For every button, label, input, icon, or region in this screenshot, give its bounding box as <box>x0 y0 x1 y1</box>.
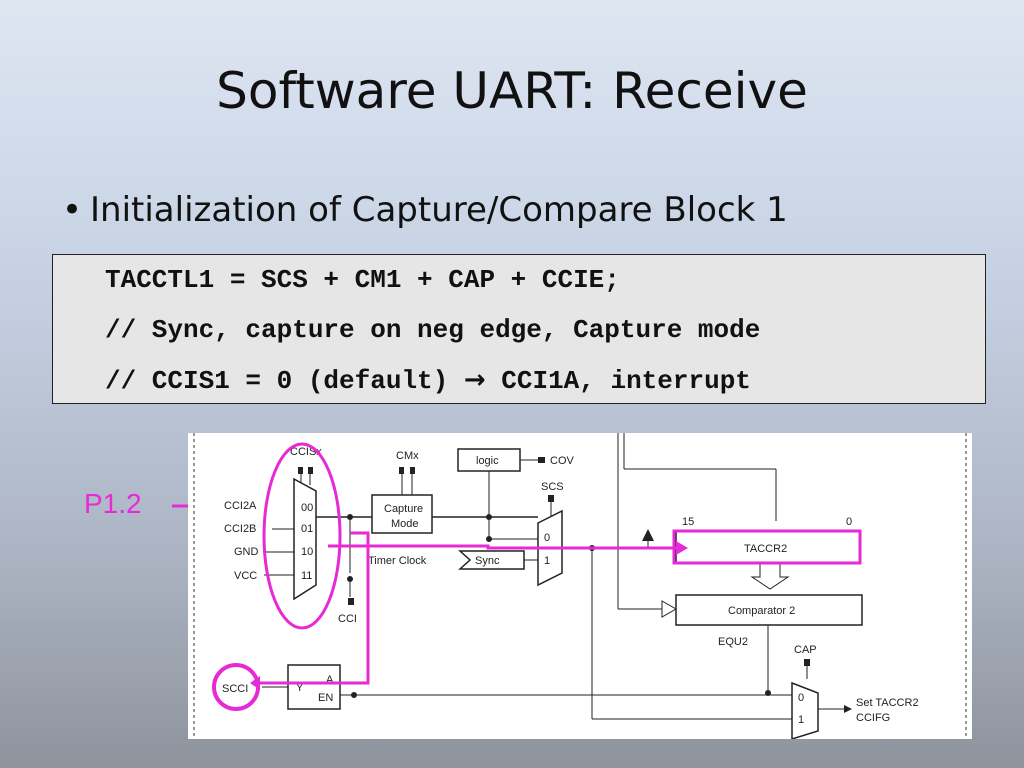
mux-code-00: 00 <box>301 502 313 514</box>
scs-mux-1: 1 <box>544 555 550 567</box>
cap-mux-0: 0 <box>798 692 804 704</box>
latch-y-label: Y <box>296 682 304 694</box>
code-block: TACCTL1 = SCS + CM1 + CAP + CCIE; // Syn… <box>52 254 986 404</box>
mux-code-10: 10 <box>301 546 313 558</box>
capture-compare-diagram: CCISx CCI2A CCI2B GND VCC 00 01 10 11 CC… <box>188 433 972 739</box>
scs-label: SCS <box>541 481 564 493</box>
input-gnd: GND <box>234 546 259 558</box>
code-line-3-end: CCI1A, interrupt <box>485 366 751 396</box>
capture-mode-text-1: Capture <box>384 503 423 515</box>
input-vcc: VCC <box>234 570 257 582</box>
code-line-3-start: // CCIS1 = 0 (default) <box>105 366 464 396</box>
slide-title: Software UART: Receive <box>216 62 808 120</box>
sync-label: Sync <box>475 555 500 567</box>
latch-a-label: A <box>326 674 334 686</box>
bullet-text: Initialization of Capture/Compare Block … <box>90 190 788 230</box>
mux-code-11: 11 <box>301 570 312 582</box>
scci-label: SCCI <box>222 683 248 695</box>
cov-label: COV <box>550 455 575 467</box>
cap-label: CAP <box>794 644 817 656</box>
logic-label: logic <box>476 455 499 467</box>
pin-annotation-label: P1.2 <box>84 488 142 519</box>
bullet-icon: • <box>62 190 83 230</box>
scs-mux-0: 0 <box>544 532 550 544</box>
capture-mode-text-2: Mode <box>391 518 419 530</box>
mux-code-01: 01 <box>301 523 313 535</box>
latch-en-label: EN <box>318 692 333 704</box>
cap-mux-1: 1 <box>798 714 804 726</box>
bit-15-label: 15 <box>682 516 694 528</box>
timer-clock-label: Timer Clock <box>368 555 427 567</box>
input-cci2a: CCI2A <box>224 500 257 512</box>
cci-label: CCI <box>338 613 357 625</box>
set-taccr2-label: Set TACCR2 <box>856 697 919 709</box>
input-cci2b: CCI2B <box>224 523 256 535</box>
code-line-3: // CCIS1 = 0 (default) → CCI1A, interrup… <box>105 365 751 396</box>
code-line-2: // Sync, capture on neg edge, Capture mo… <box>105 315 761 345</box>
bullet-item: •Initialization of Capture/Compare Block… <box>62 190 788 230</box>
comparator-label: Comparator 2 <box>728 605 795 617</box>
bit-0-label: 0 <box>846 516 852 528</box>
code-line-1: TACCTL1 = SCS + CM1 + CAP + CCIE; <box>105 265 620 295</box>
right-arrow-icon: → <box>463 365 486 395</box>
ccifg-label: CCIFG <box>856 712 890 724</box>
cmx-label: CMx <box>396 450 419 462</box>
taccr2-label: TACCR2 <box>744 543 787 555</box>
equ2-label: EQU2 <box>718 636 748 648</box>
